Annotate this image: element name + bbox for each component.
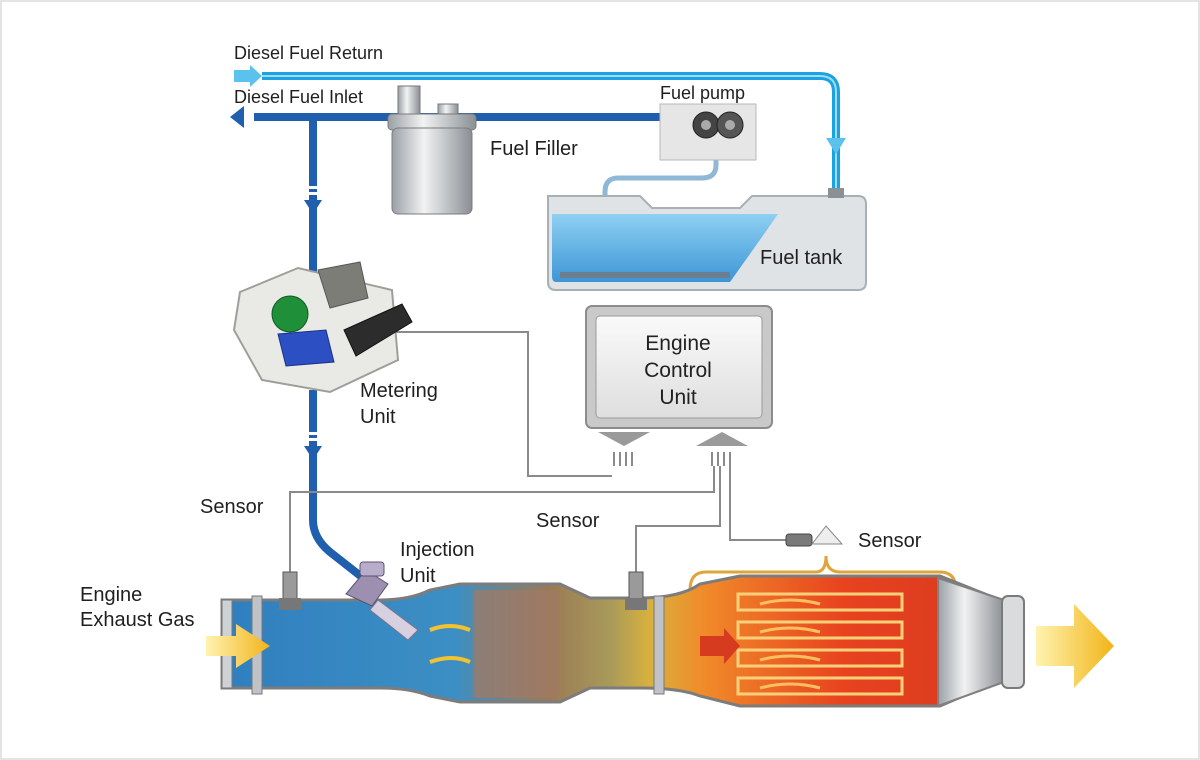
ecu-output-arrow [598,432,650,446]
label-fuel-filler: Fuel Filler [490,138,578,160]
outlet-flow-arrow [1036,604,1114,688]
ecu-line-3: Unit [659,386,697,409]
tank-dip-tube [602,128,719,272]
supply-arrow-upper [304,200,322,214]
label-fuel-tank: Fuel tank [760,247,843,269]
metering-unit [232,261,413,394]
injection-unit [345,561,419,641]
exhaust-sensor-middle [625,571,647,610]
fuel-tank [547,188,867,291]
label-exhaust-line-1: Engine [80,584,143,606]
exhaust-assembly [220,555,1025,708]
label-diesel-fuel-inlet: Diesel Fuel Inlet [234,87,364,107]
label-engine-control-unit: Engine Control Unit [590,330,766,411]
fuel-pump [659,103,757,161]
return-inlet-arrow [234,65,262,87]
fuel-filler [387,85,477,215]
catalyst-brick [474,590,558,698]
label-diesel-fuel-return: Diesel Fuel Return [234,43,384,63]
outlet-cone [937,576,1005,708]
wire-metering-to-ecu [396,331,612,477]
outlet-flange [1001,595,1025,689]
wire-sensor-right [729,466,788,541]
label-fuel-pump: Fuel pump [660,83,746,103]
label-exhaust-line-2: Exhaust Gas [80,609,195,631]
label-sensor-left: Sensor [200,496,264,518]
supply-line-lower [309,390,375,589]
label-injection-line-1: Injection [400,539,475,561]
supply-arrow-lower [304,446,322,460]
inlet-outlet-arrow [230,106,244,128]
return-down-arrow [826,138,846,154]
exhaust-sensor-left [279,571,301,610]
fuel-return-line-highlight [262,75,837,195]
signal-wires [289,331,788,572]
exhaust-flow-arrows [206,598,1114,690]
ecu-line-1: Engine [645,332,711,355]
label-metering-line-2: Unit [360,406,396,428]
label-metering-line-1: Metering [360,380,438,402]
label-injection-line-2: Unit [400,565,436,587]
scr-channels [736,592,904,696]
ecu-input-arrow [696,432,748,446]
label-sensor-right: Sensor [858,530,922,552]
label-sensor-middle: Sensor [536,510,600,532]
ecu-line-2: Control [644,359,712,382]
wire-sensor-middle [635,466,721,572]
inlet-flow-arrow [206,624,270,668]
wire-sensor-left [289,466,715,572]
engine-control-unit [585,305,773,466]
exhaust-sensor-right [785,525,844,547]
